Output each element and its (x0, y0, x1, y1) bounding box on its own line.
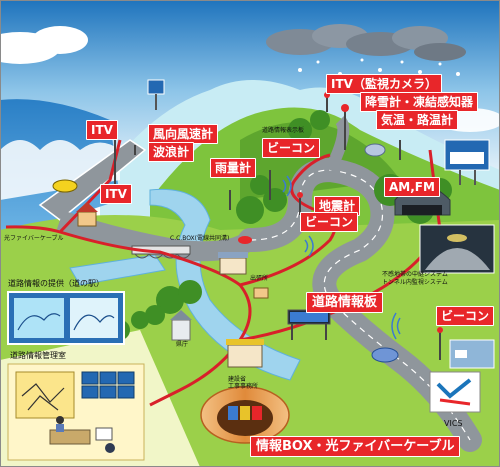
wind-gauge-tag: 風向風速計 (148, 124, 219, 144)
canal (69, 254, 166, 286)
temp-road-tag: 気温・路温計 (376, 110, 459, 130)
small-road-board-label: 道路情報表示板 (262, 127, 305, 134)
tunnel-system-label-2: トンネル内監視システム (382, 279, 448, 286)
road-info-provision-label: 道路情報の提供（道の駅） (8, 279, 104, 288)
route-sign (147, 79, 165, 95)
beacon-heads (297, 92, 443, 333)
snow-freeze-tag: 降雪計・凍結感知器 (360, 92, 479, 112)
road-info-board-tag: 道路情報板 (306, 292, 384, 313)
cc-box-label: C.C.BOX(電線共同溝) (170, 235, 230, 242)
itv-tag-top: ITV (86, 120, 118, 140)
seismometer-tag: 地震計 (314, 196, 361, 216)
beacon-right-tag: ビーコン (436, 306, 495, 326)
river-office-label: 出張所 (250, 275, 269, 282)
beacon-mid-tag: ビーコン (300, 212, 359, 232)
river (149, 188, 301, 381)
overhead-sign (287, 309, 331, 340)
construction-office-label: 建設省 工事事務所 (228, 376, 259, 391)
tunnel-system-label-1: 不感地帯の中継システム (382, 271, 448, 278)
am-fm-tag: AM,FM (384, 177, 440, 197)
sensor-poles (114, 95, 441, 360)
rain-gauge-tag: 雨量計 (210, 158, 257, 178)
beacon-signal-waves (282, 175, 401, 340)
itv-tag-bottom: ITV (100, 184, 132, 204)
road-info-control-label: 道路情報管理室 (10, 351, 66, 360)
fiber-cable-line (5, 139, 442, 407)
county-office-label: 県庁 (176, 341, 189, 348)
tunnel (200, 386, 290, 444)
fiber-cable-label: 光ファイバーケーブル (4, 235, 64, 242)
beacon-top-tag: ビーコン (262, 138, 321, 158)
snowflakes (298, 58, 460, 76)
vehicles (52, 143, 399, 363)
buildings (76, 202, 269, 368)
itv-camera-tag: ITV（監視カメラ） (326, 74, 442, 94)
info-box-fiber-tag: 情報BOX・光ファイバーケーブル (250, 436, 461, 457)
clouds (0, 24, 500, 132)
vics-label: VICS (444, 419, 463, 428)
wave-gauge-tag: 波浪計 (148, 142, 195, 162)
